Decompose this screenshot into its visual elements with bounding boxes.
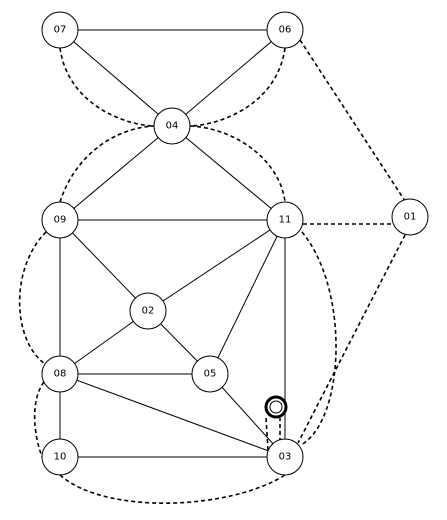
solid-edges bbox=[59, 29, 286, 458]
node-label-08: 08 bbox=[54, 369, 67, 380]
solid-edge-11-02 bbox=[147, 219, 286, 312]
node-02: 02 bbox=[129, 292, 167, 330]
node-01: 01 bbox=[391, 198, 429, 236]
dashed-edge-06-04 bbox=[189, 47, 286, 127]
dashed-edge-09-04 bbox=[59, 125, 155, 203]
dashed-edge-01-03 bbox=[297, 234, 406, 444]
node-circle-08 bbox=[41, 355, 79, 393]
node-circle-03 bbox=[266, 438, 304, 476]
node-11: 11 bbox=[266, 201, 304, 239]
solid-edge-09-02 bbox=[59, 219, 149, 312]
dashed-edge-06-01 bbox=[299, 39, 406, 202]
solid-edge-04-11 bbox=[171, 125, 286, 221]
node-label-10: 10 bbox=[54, 452, 67, 463]
dashed-edges bbox=[18, 39, 406, 504]
node-circle-09 bbox=[41, 201, 79, 239]
nodes: 01 02 03 04 05 06 07 08 09 10 11 bbox=[41, 11, 429, 476]
node-05: 05 bbox=[191, 355, 229, 393]
dashed-edge-10-03 bbox=[59, 474, 286, 504]
dashed-edge-04-11 bbox=[189, 125, 286, 203]
node-label-02: 02 bbox=[142, 306, 155, 317]
solid-edge-07-04 bbox=[59, 29, 173, 127]
solid-edge-08-03 bbox=[59, 373, 286, 458]
node-label-11: 11 bbox=[279, 215, 292, 226]
node-03: 03 bbox=[266, 438, 304, 476]
node-label-05: 05 bbox=[204, 369, 217, 380]
node-circle-01 bbox=[391, 198, 429, 236]
node-label-03: 03 bbox=[279, 452, 292, 463]
node-label-04: 04 bbox=[166, 121, 179, 132]
node-06: 06 bbox=[266, 11, 304, 49]
node-circle-10 bbox=[41, 438, 79, 476]
solid-edge-04-09 bbox=[59, 125, 173, 221]
dashed-edge-09-08 bbox=[18, 231, 47, 365]
node-label-06: 06 bbox=[279, 25, 292, 36]
dashed-edge-08-10 bbox=[33, 381, 49, 471]
node-label-01: 01 bbox=[404, 212, 417, 223]
node-08: 08 bbox=[41, 355, 79, 393]
dashed-edge-07-04 bbox=[59, 47, 155, 127]
node-circle-06 bbox=[266, 11, 304, 49]
node-07: 07 bbox=[41, 11, 79, 49]
solid-edge-05-03 bbox=[209, 373, 286, 458]
node-circle-05 bbox=[191, 355, 229, 393]
node-09: 09 bbox=[41, 201, 79, 239]
node-label-07: 07 bbox=[54, 25, 67, 36]
self-loop-inner-ring-03 bbox=[269, 400, 283, 414]
node-04: 04 bbox=[153, 107, 191, 145]
solid-edge-06-04 bbox=[171, 29, 286, 127]
node-circle-02 bbox=[129, 292, 167, 330]
node-circle-11 bbox=[266, 201, 304, 239]
node-circle-04 bbox=[153, 107, 191, 145]
node-label-09: 09 bbox=[54, 215, 67, 226]
solid-edge-11-05 bbox=[209, 219, 286, 375]
dashed-edge-11-03 bbox=[300, 231, 337, 446]
dashed-self-loop-03 bbox=[265, 417, 281, 451]
node-circle-07 bbox=[41, 11, 79, 49]
node-10: 10 bbox=[41, 438, 79, 476]
self-loop-ring-03 bbox=[264, 395, 288, 419]
